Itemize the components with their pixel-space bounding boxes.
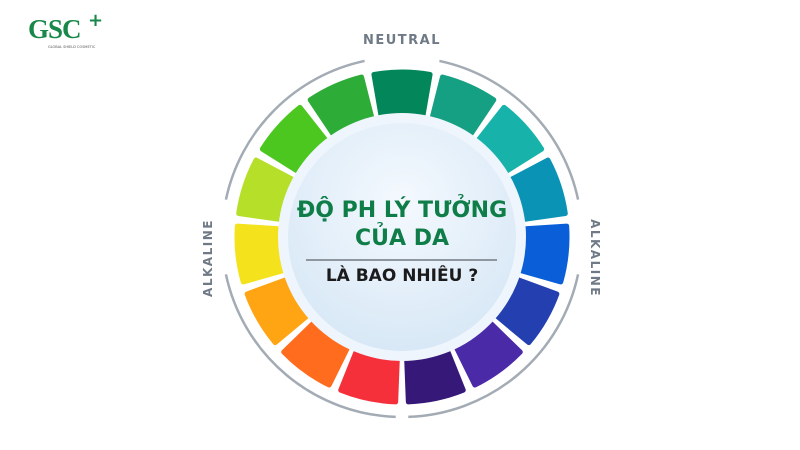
ph-segment xyxy=(234,223,286,285)
gsc-logo: GSC + GLOBAL SHIELD COSMETIC xyxy=(28,10,103,49)
label-alkaline-left: ALKALINE xyxy=(201,219,215,297)
title-line-1: ĐỘ PH LÝ TƯỞNG xyxy=(296,198,508,223)
inner-circle xyxy=(288,123,516,351)
title-line-2: CỦA DA xyxy=(355,226,449,251)
ring-arc xyxy=(224,274,396,419)
ring-arc xyxy=(439,59,580,200)
ring-arc xyxy=(224,59,365,200)
logo-brand: GSC xyxy=(28,14,82,44)
ph-segment xyxy=(518,223,570,285)
ph-color-segments xyxy=(234,69,570,405)
logo-plus-icon: + xyxy=(88,10,104,31)
label-alkaline-right: ALKALINE xyxy=(588,219,602,297)
label-neutral: NEUTRAL xyxy=(363,33,441,48)
logo-tagline: GLOBAL SHIELD COSMETIC xyxy=(48,45,96,49)
ring-arc xyxy=(408,274,580,419)
subtitle: LÀ BAO NHIÊU ? xyxy=(325,266,479,286)
outer-ring xyxy=(224,59,580,419)
divider xyxy=(306,259,497,261)
ph-segment xyxy=(371,69,433,118)
